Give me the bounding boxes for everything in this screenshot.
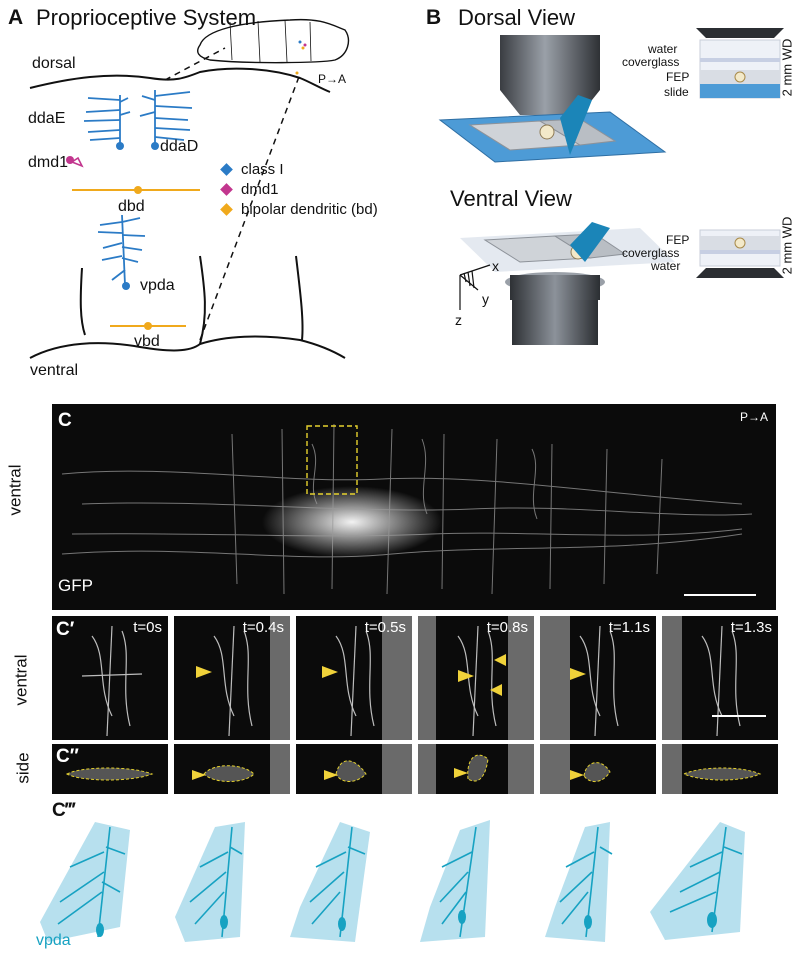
legend-label: dmd1	[241, 181, 279, 198]
vpda-soma	[122, 282, 130, 290]
side-image	[192, 744, 290, 794]
stack-water: water	[648, 42, 678, 56]
legend-diamond-icon	[220, 163, 233, 176]
stack-coverglass: coverglass	[622, 55, 680, 69]
legend-label: bipolar dendritic (bd)	[241, 201, 378, 218]
panel-a-title: Proprioceptive System	[36, 5, 257, 30]
ventral-view-title: Ventral View	[450, 186, 572, 211]
vpda-label: vpda	[140, 277, 175, 294]
vstack-coverglass: coverglass	[622, 246, 680, 260]
side-image	[324, 744, 412, 794]
panel-c-letter: C	[58, 410, 72, 431]
panel-c-prime-row-label: ventral	[11, 654, 31, 706]
frame-time: t=1.1s	[608, 619, 650, 636]
vstack-water: water	[651, 259, 681, 273]
side-frame-3	[418, 744, 534, 794]
side-image	[65, 767, 154, 781]
tracing-3	[420, 820, 490, 942]
side-image	[418, 744, 534, 794]
ddaE-dendrites	[83, 90, 193, 145]
side-image	[540, 744, 611, 794]
frame-time: t=0.5s	[364, 619, 406, 636]
stack-slide: slide	[664, 85, 689, 99]
vpda-tracing-label: vpda	[36, 932, 71, 949]
frame-time: t=0.8s	[486, 619, 528, 636]
ddaE-soma	[116, 142, 124, 150]
panel-c-dprime-row-label: side	[13, 752, 33, 784]
tracing-4	[545, 822, 613, 942]
dbd-soma	[134, 186, 142, 194]
frame-time: t=1.3s	[730, 619, 772, 636]
tracing-1	[175, 822, 245, 942]
vbd-soma	[144, 322, 152, 330]
scale-bar	[712, 715, 766, 717]
ddaE-label: ddaE	[28, 110, 66, 127]
larva-fluorescence-image	[61, 423, 756, 596]
panel-c-axis: P→A	[739, 410, 768, 424]
dorsal-label: dorsal	[32, 55, 76, 72]
legend-label: class I	[241, 161, 284, 178]
side-frame-2	[296, 744, 412, 794]
ventral-label: ventral	[30, 362, 79, 379]
microscope-diagram	[438, 28, 784, 345]
tracing-0	[40, 822, 130, 942]
panel-b-letter: B	[426, 6, 442, 29]
ddaD-soma	[151, 142, 159, 150]
dorsal-wd-label: 2 mm WD	[779, 38, 795, 97]
frame-image	[418, 616, 534, 740]
dorsal-view-title: Dorsal View	[458, 5, 575, 30]
scale-bar	[684, 594, 756, 596]
gfp-label: GFP	[58, 576, 93, 595]
axis-y-label: y	[482, 291, 489, 307]
tracing-2	[290, 822, 370, 942]
side-frame-5	[662, 744, 778, 794]
side-frame-1	[174, 744, 290, 794]
frame-image	[322, 616, 412, 740]
larva-diagram	[29, 18, 350, 359]
axis-z-label: z	[455, 312, 462, 328]
legend-class-i: class I	[220, 161, 284, 178]
axis-x-label: x	[492, 258, 499, 274]
frame-time: t=0.4s	[242, 619, 284, 636]
tracing-5	[650, 822, 745, 940]
side-frame-0: C″	[52, 744, 168, 794]
tracing-row	[40, 820, 745, 942]
panel-c-image: C GFP P→A	[52, 404, 776, 610]
frame-4: t=1.1s	[540, 616, 656, 740]
side-image	[662, 744, 762, 794]
legend-bd: bipolar dendritic (bd)	[220, 201, 378, 218]
dbd-label: dbd	[118, 198, 145, 215]
frame-image	[81, 625, 143, 737]
zoom-box	[306, 425, 358, 495]
legend-dmd1: dmd1	[220, 181, 279, 198]
frame-5: t=1.3s	[662, 616, 778, 740]
side-frame-4	[540, 744, 656, 794]
ddaD-label: ddaD	[160, 138, 199, 155]
ventral-wd-label: 2 mm WD	[779, 216, 795, 275]
dmd1-label: dmd1	[28, 154, 69, 171]
panel-c-prime-letter: C′	[56, 619, 75, 640]
panel-c-tprime-letter: C‴	[52, 800, 75, 821]
panel-c-dprime-letter: C″	[56, 746, 79, 767]
frame-3: t=0.8s	[418, 616, 534, 740]
vstack-fep: FEP	[666, 233, 690, 247]
vpda-dendrites	[97, 214, 146, 286]
panel-a-letter: A	[8, 6, 24, 29]
legend-diamond-icon	[220, 203, 233, 216]
panel-c-side-label: ventral	[5, 464, 25, 516]
larva-axis-label: P→A	[318, 72, 347, 86]
frame-1: t=0.4s	[174, 616, 290, 740]
frame-image	[662, 616, 766, 740]
frame-0: C′ t=0s	[52, 616, 168, 740]
frame-image	[196, 616, 290, 740]
frame-2: t=0.5s	[296, 616, 412, 740]
frame-image	[540, 616, 619, 740]
legend-diamond-icon	[220, 183, 233, 196]
frame-time: t=0s	[133, 619, 162, 636]
stack-fep: FEP	[666, 70, 690, 84]
vbd-label: vbd	[134, 333, 160, 350]
